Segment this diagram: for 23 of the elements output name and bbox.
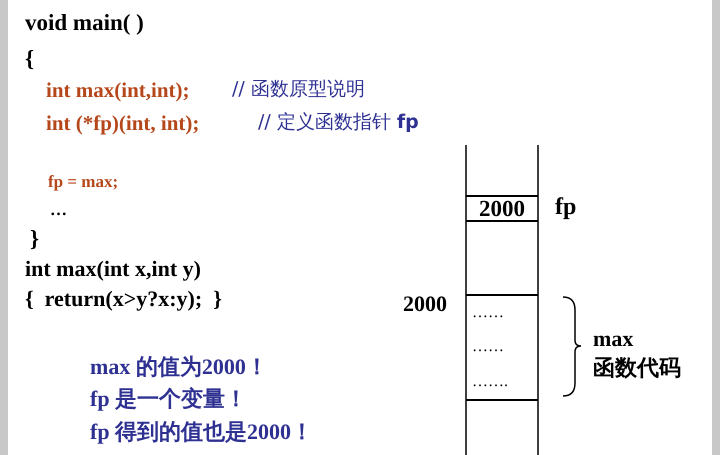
code-ellipsis: …… <box>471 339 504 356</box>
note-text: max 的值为2000！ <box>90 354 268 380</box>
code-line: int max(int,int); <box>46 78 190 102</box>
code-line: fp = max; <box>48 172 118 192</box>
code-comment: // 函数原型说明 <box>232 79 365 101</box>
code-line: { <box>25 46 34 72</box>
note-text: fp 是一个变量！ <box>90 386 248 412</box>
code-ellipsis: …… <box>471 305 504 322</box>
cell-value: 2000 <box>479 197 525 220</box>
memory-cell <box>466 195 538 222</box>
code-ellipsis: ……. <box>471 374 508 390</box>
memory-label: fp <box>555 194 576 222</box>
memory-label: 2000 <box>403 291 447 316</box>
code-line: int (*fp)(int, int); <box>46 111 200 136</box>
memory-label: max 函数代码 <box>593 325 682 382</box>
code-line: void main( ) <box>25 10 144 36</box>
memory-cell <box>466 294 538 401</box>
note-text: fp 得到的值也是2000！ <box>90 419 314 444</box>
code-line: int max(int x,int y) <box>25 256 201 282</box>
code-line: … <box>50 200 67 220</box>
code-comment: // 定义函数指针 fp <box>258 112 419 134</box>
code-line: } <box>30 226 40 252</box>
code-line: { return(x>y?x:y); } <box>25 286 222 312</box>
